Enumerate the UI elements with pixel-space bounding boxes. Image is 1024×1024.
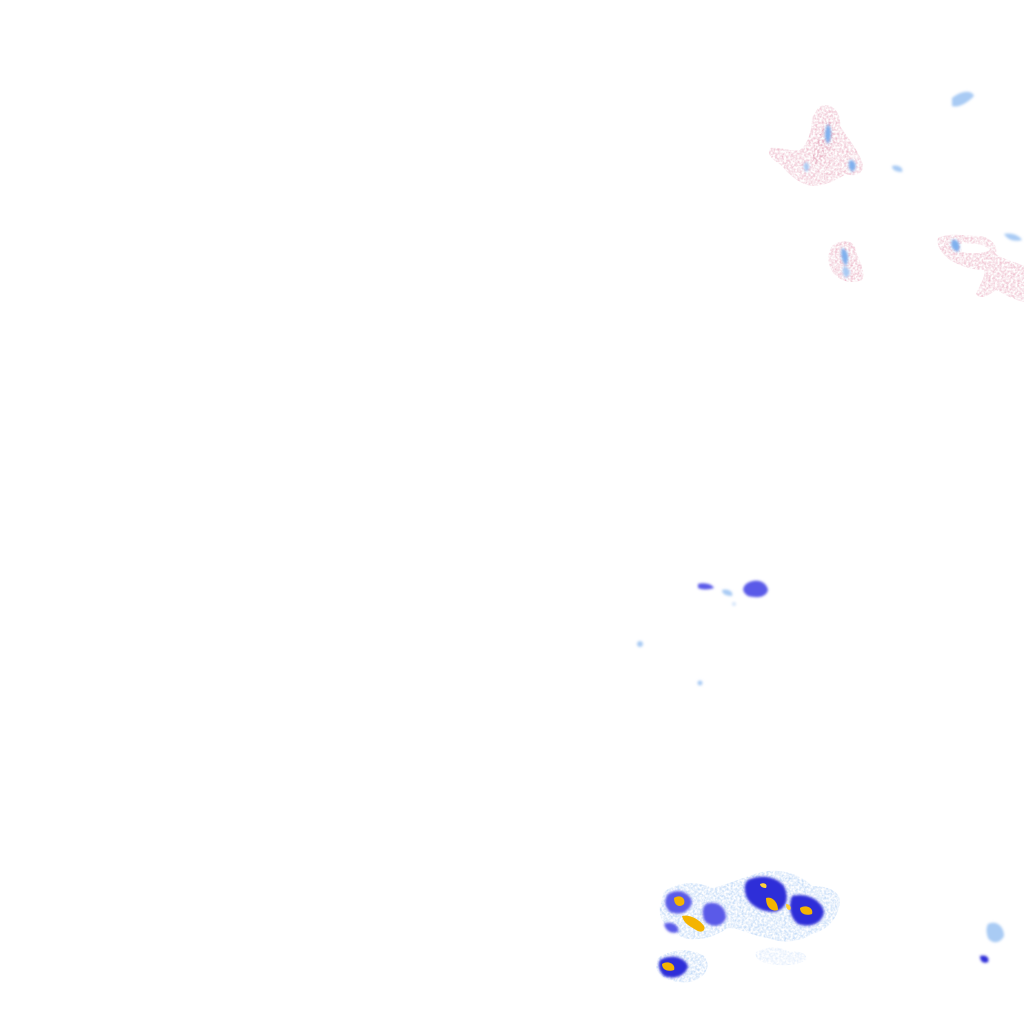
snow-cell-west-rain-core xyxy=(841,248,850,278)
storm-complex-heavy-rain-cores xyxy=(662,883,813,971)
light-rain-patch-far-north xyxy=(892,91,974,172)
snow-band-east xyxy=(937,234,1024,302)
snow-cell-north-rain-core xyxy=(803,124,856,172)
rain-cell-central xyxy=(637,580,768,686)
snow-band-east-rain-core xyxy=(951,233,1022,252)
rain-cell-far-southeast xyxy=(986,922,1004,943)
